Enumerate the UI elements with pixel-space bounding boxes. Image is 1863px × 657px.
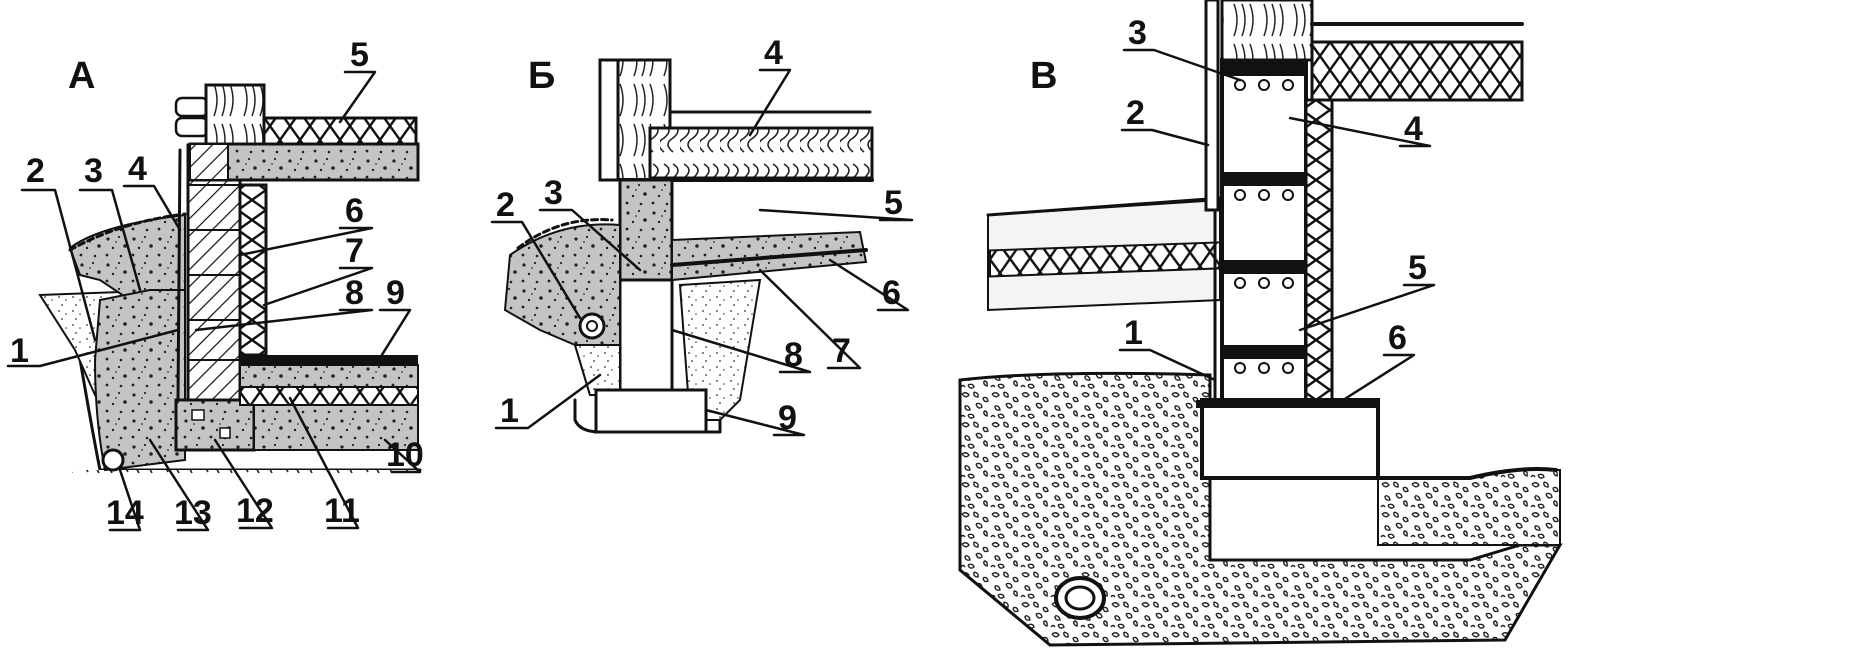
panel-a-floor-insulation [239, 386, 419, 406]
panel-c-leaders [1118, 48, 1436, 404]
panel-c-callout-3: 3 [1128, 14, 1147, 52]
panel-c-drain-pipe [1054, 576, 1106, 620]
panel-a-callout-6: 6 [345, 192, 364, 230]
panel-a-foundation-wall [186, 143, 242, 402]
panel-a-callout-5: 5 [350, 36, 369, 74]
panel-a-callout-14: 14 [106, 494, 144, 532]
panel-c-callout-4: 4 [1404, 110, 1423, 148]
panel-b-foundation-post [618, 278, 674, 392]
panel-c-block-wall [1220, 58, 1308, 402]
panel-b-callout-4: 4 [764, 34, 783, 72]
panel-b-callout-9: 9 [778, 399, 797, 437]
panel-a-callout-1: 1 [10, 332, 29, 370]
panel-a-inner-insulation [238, 183, 268, 357]
panel-b-callout-3: 3 [544, 174, 563, 212]
panel-c-upper-wall [1220, 0, 1314, 62]
panel-a-drain-pipe [101, 448, 125, 472]
panel-a: А [6, 36, 424, 532]
panel-a-callout-4: 4 [128, 150, 147, 188]
panel-c-upper-floor [1310, 40, 1524, 102]
panel-a-base-slab [253, 404, 419, 451]
panel-a-callout-3: 3 [84, 152, 103, 190]
panel-a-callout-11: 11 [324, 492, 360, 530]
panel-c-callout-6: 6 [1388, 319, 1407, 357]
panel-a-wall-log [204, 83, 266, 147]
panel-a-floor-cover [240, 355, 418, 365]
panel-b-floor-insulation [648, 126, 874, 180]
panel-b-foundation-top [618, 178, 674, 282]
panel-b-callout-2: 2 [496, 186, 515, 224]
panel-a-footing [174, 398, 256, 452]
panel-b-callout-7: 7 [832, 332, 851, 370]
panel-b-callout-6: 6 [882, 274, 901, 312]
panel-b-footing [594, 388, 708, 434]
panel-c-joint-reinforcement [1222, 62, 1306, 359]
panel-a-callout-8: 8 [345, 274, 364, 312]
panel-b-label: Б [528, 55, 555, 97]
panel-c-callout-2: 2 [1126, 94, 1145, 132]
panel-a-label: А [68, 55, 95, 97]
panel-b: Б [490, 34, 914, 437]
panel-a-floor-screed [239, 364, 419, 388]
panel-c-footing [1200, 398, 1380, 480]
panel-b-drain-pipe [578, 312, 606, 340]
panel-a-callout-7: 7 [345, 232, 364, 270]
panel-a-clay-fill [93, 289, 186, 472]
panel-a-soil [72, 470, 420, 480]
panel-a-gravel-cap [68, 213, 186, 302]
panel-a-callout-9: 9 [386, 274, 405, 312]
panel-a-callout-13: 13 [174, 494, 212, 532]
panel-c-callout-5: 5 [1408, 249, 1427, 287]
panel-b-leaders [490, 68, 914, 437]
panel-c: В [958, 0, 1563, 647]
panel-a-callout-10: 10 [386, 436, 424, 474]
panel-a-callout-2: 2 [26, 152, 45, 190]
panel-a-membrane [176, 148, 182, 402]
panel-c-label: В [1030, 55, 1057, 97]
panel-b-callout-8: 8 [784, 336, 803, 374]
panel-b-callout-1: 1 [500, 392, 519, 430]
panel-b-callout-5: 5 [884, 184, 903, 222]
panel-a-leaders [6, 70, 422, 532]
panel-c-inner-insulation [1304, 98, 1334, 402]
panel-a-callout-12: 12 [236, 492, 274, 530]
panel-c-callout-1: 1 [1124, 314, 1143, 352]
